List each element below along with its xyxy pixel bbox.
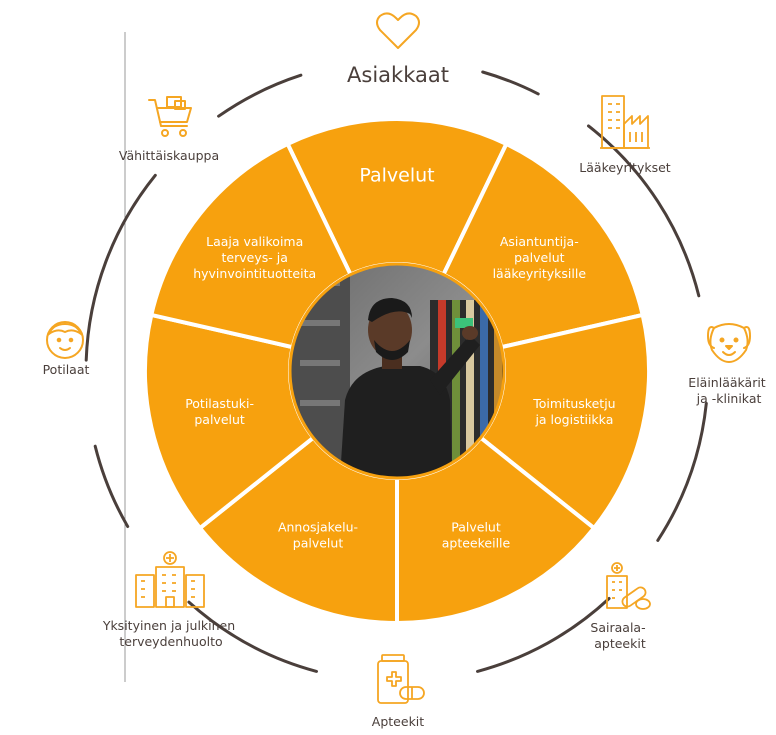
- segment-label-line: palvelut: [293, 535, 344, 550]
- medicine-jar-icon: [377, 654, 425, 704]
- customer-ring-arc: [187, 600, 318, 673]
- segment-label-line: Palvelut: [451, 519, 501, 534]
- segment-label-line: palvelut: [514, 250, 565, 265]
- customer-elainlaakarit: Eläinlääkärit ja -klinikat: [688, 323, 769, 406]
- customer-ring-arc: [93, 444, 130, 528]
- heart-icon: [376, 12, 420, 49]
- hospital-building-icon: [135, 551, 205, 608]
- customer-ring-arc: [84, 173, 157, 362]
- segment-label-line: ja logistiikka: [534, 412, 613, 427]
- customer-terveydenhuolto: Yksityinen ja julkinen terveydenhuolto: [102, 551, 239, 649]
- customer-ring: [84, 70, 708, 673]
- segment-label-line: Toimitusketju: [532, 396, 615, 411]
- customer-laakeyritykset: Lääkeyritykset: [579, 95, 671, 175]
- office-factory-buildings-icon: [600, 95, 650, 149]
- customer-label-elainlaakarit: Eläinlääkärit ja -klinikat: [688, 375, 769, 406]
- segment-label-line: lääkeyrityksille: [493, 266, 587, 281]
- segment-label-line: Annosjakelu-: [278, 519, 358, 534]
- customer-label-apteekit: Apteekit: [372, 714, 424, 729]
- customer-ring-arc: [656, 402, 708, 542]
- segment-label-annosjakelu: Annosjakelu-palvelut: [278, 519, 358, 550]
- customer-label-potilaat: Potilaat: [43, 362, 90, 377]
- segment-label-line: hyvinvointituotteita: [193, 266, 316, 281]
- shopping-cart-icon: [148, 96, 192, 137]
- customer-label-sairaala-apteekit: Sairaala- apteekit: [590, 620, 649, 651]
- segment-label-line: Potilastuki-: [185, 396, 254, 411]
- customer-apteekit: Apteekit: [372, 654, 425, 729]
- segment-label-line: palvelut: [194, 412, 245, 427]
- customer-label-vahittaiskauppa: Vähittäiskauppa: [119, 148, 219, 163]
- customer-ring-arc: [217, 73, 303, 118]
- customer-ring-arc: [481, 70, 540, 96]
- customer-potilaat: Potilaat: [43, 321, 90, 377]
- customer-ring-arc: [476, 597, 611, 673]
- customers-title: Asiakkaat: [347, 63, 449, 87]
- customer-vahittaiskauppa: Vähittäiskauppa: [119, 96, 219, 163]
- hospital-pills-icon: [606, 562, 651, 610]
- segment-label-line: Asiantuntija-: [500, 234, 579, 249]
- customer-sairaala-apteekit: Sairaala- apteekit: [590, 562, 651, 651]
- patient-face-icon: [46, 321, 84, 359]
- dog-face-icon: [707, 323, 751, 363]
- segment-label-palvelut: Palvelut: [359, 165, 434, 187]
- segment-label-line: terveys- ja: [222, 250, 288, 265]
- customer-label-laakeyritykset: Lääkeyritykset: [579, 160, 671, 175]
- customer-ring-arc: [587, 124, 701, 298]
- segment-label-potilastuki: Potilastuki-palvelut: [185, 396, 254, 427]
- customer-label-terveydenhuolto: Yksityinen ja julkinen terveydenhuolto: [102, 618, 239, 649]
- segment-label-line: apteekeille: [442, 535, 511, 550]
- segment-label-line: Palvelut: [359, 165, 434, 187]
- segment-label-line: Laaja valikoima: [206, 234, 303, 249]
